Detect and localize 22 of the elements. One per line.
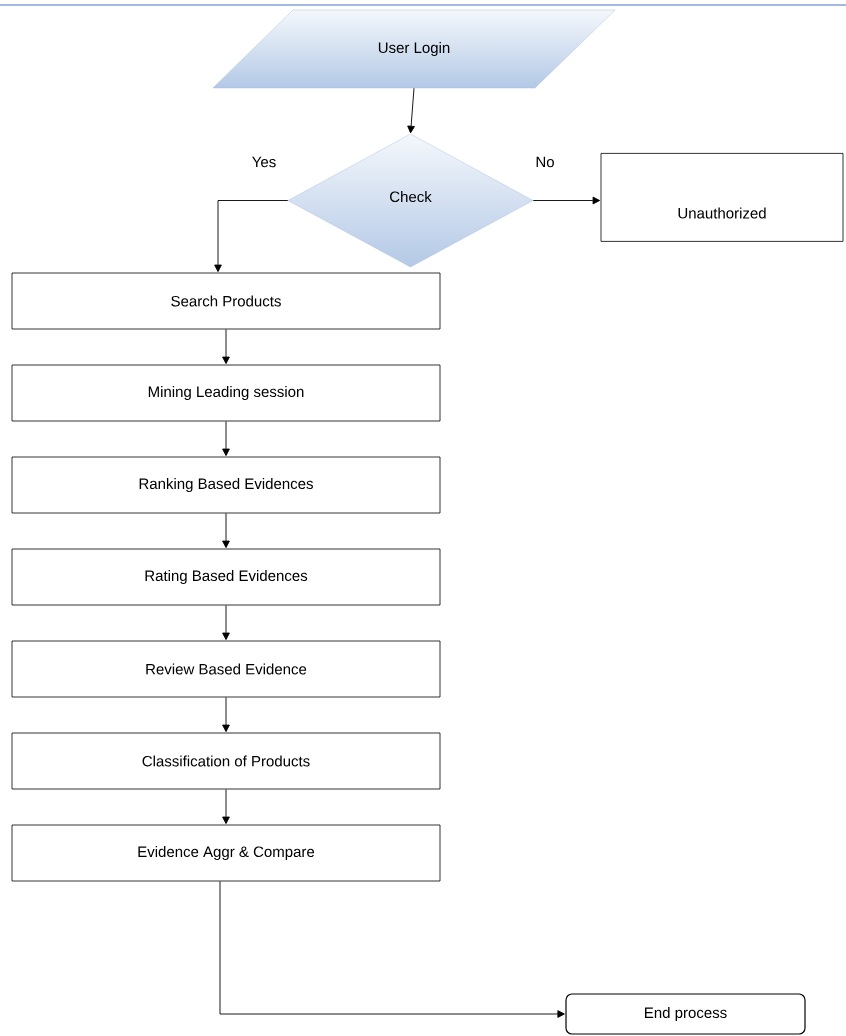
arrow [222,328,230,365]
arrow [222,696,230,733]
process-box: Evidence Aggr & Compare [11,824,441,882]
arrow [407,87,415,134]
process-box: Rating Based Evidences [11,548,441,606]
process-box: Classification of Products [11,732,441,790]
arrow [222,788,230,825]
terminal-box: End process [565,993,806,1035]
edge-label: No [534,155,556,169]
arrow [222,512,230,549]
process-box: Review Based Evidence [11,640,441,698]
edge-label: Yes [250,155,278,169]
process-box: Search Products [11,272,441,330]
input-parallelogram: User Login [212,9,616,89]
arrow [219,880,565,1018]
arrow [214,200,289,273]
arrow [532,196,601,205]
process-box: Mining Leading session [11,364,441,422]
process-box: Unauthorized [600,153,844,242]
process-box: Ranking Based Evidences [11,456,441,514]
arrow [222,604,230,641]
arrow [222,420,230,457]
